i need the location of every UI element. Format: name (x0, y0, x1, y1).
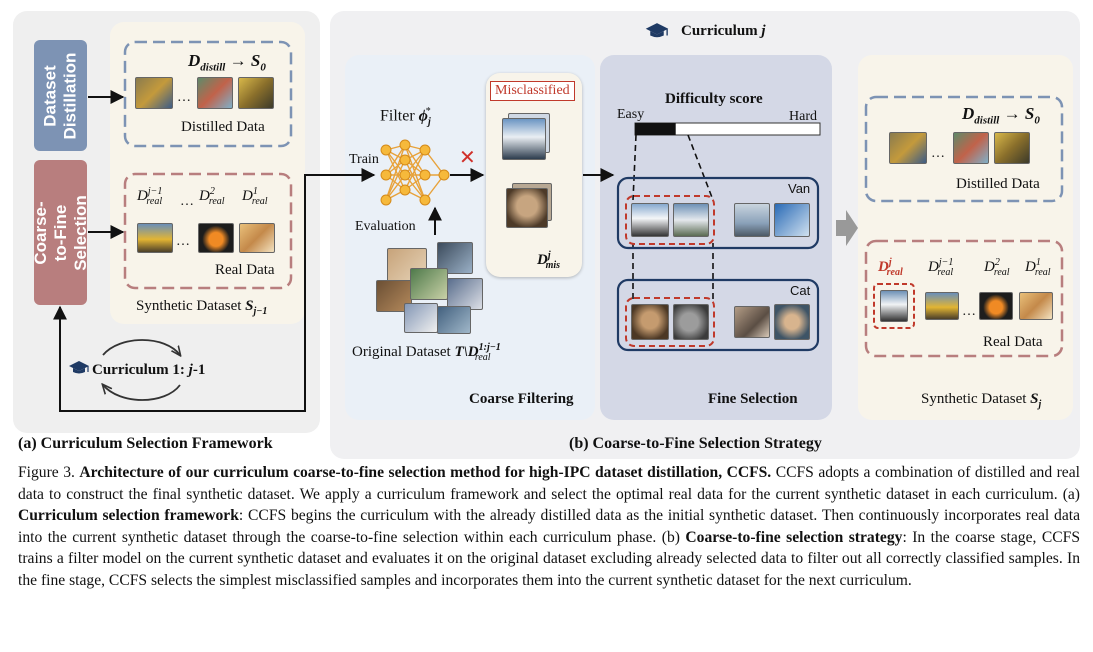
real-data-label: Real Data (215, 262, 275, 278)
output-dj-real: Djreal (878, 257, 903, 278)
distilled-image-2 (197, 77, 233, 109)
output-synthetic-label: Synthetic Dataset Sj (921, 391, 1042, 410)
curriculum-1-label: Curriculum 1: j-1 (92, 362, 206, 378)
curriculum-loop-bottom (103, 385, 181, 401)
van-image-1 (631, 203, 669, 237)
mis-image-cat (506, 188, 548, 228)
caption-part-3: : In the coarse stage, CCFS trains a fil… (18, 528, 1080, 589)
real-image-bus (137, 223, 173, 253)
distilled-data-label: Distilled Data (181, 119, 265, 135)
dataset-distillation-bar: Dataset Distillation (34, 40, 87, 151)
van-label: Van (788, 181, 811, 196)
van-image-2 (673, 203, 709, 237)
output-distilled-image-1 (889, 132, 927, 164)
real-image-fish (198, 223, 234, 253)
original-dataset-label: Original Dataset T\D1:j−1real (352, 342, 501, 363)
distilled-dashed-box (123, 40, 293, 148)
hard-label: Hard (789, 109, 817, 124)
output-real-ellipsis: … (962, 304, 976, 319)
d-mis-label: Djmis (537, 250, 561, 271)
left-caption: (a) Curriculum Selection Framework (18, 435, 273, 452)
fine-selection-title: Fine Selection (708, 391, 798, 407)
original-image-7 (437, 306, 471, 334)
original-image-4 (410, 268, 448, 300)
coarse-filtering-title: Coarse Filtering (469, 391, 574, 407)
original-image-6 (404, 303, 438, 333)
distilled-image-3 (238, 77, 274, 109)
output-d1-real: Dj−1real (928, 257, 954, 278)
output-distill-formula: Ddistill → S0 (962, 104, 1040, 127)
neural-network-nodes (380, 139, 450, 206)
output-real-hand (1019, 292, 1053, 320)
output-distilled-image-2 (953, 132, 989, 164)
output-distilled-image-3 (994, 132, 1030, 164)
left-synthetic-label: Synthetic Dataset Sj−1 (136, 298, 268, 317)
caption-title: Architecture of our curriculum coarse-to… (79, 464, 772, 481)
output-d2-real: D2real (984, 257, 1010, 278)
projection-right (687, 134, 714, 201)
output-distilled-label: Distilled Data (956, 176, 1040, 192)
figure-caption: Figure 3. Architecture of our curriculum… (18, 462, 1080, 592)
curriculum-j-title: Curriculum j (681, 23, 766, 39)
grad-cap-icon (68, 360, 90, 376)
cat-selected-dashed (625, 297, 715, 347)
output-real-van (880, 290, 908, 322)
big-gray-arrow (836, 210, 858, 246)
output-real-bus (925, 292, 959, 320)
train-label: Train (349, 152, 379, 167)
right-caption: (b) Coarse-to-Fine Selection Strategy (569, 435, 822, 452)
left-distill-formula: Ddistill → S0 (188, 51, 266, 74)
van-image-4 (774, 203, 810, 237)
misclassified-card (486, 73, 582, 277)
van-box (616, 176, 820, 250)
difficulty-bar-fill (635, 123, 676, 135)
output-real-label: Real Data (983, 334, 1043, 350)
real-image-hand (239, 223, 275, 253)
evaluation-label: Evaluation (355, 219, 416, 234)
output-real-dashed (864, 239, 1064, 358)
van-image-3 (734, 203, 770, 237)
projection-left (632, 134, 637, 201)
left-real-d2: D2real (199, 186, 225, 207)
cat-image-1 (631, 304, 669, 340)
cat-label: Cat (790, 283, 811, 298)
left-real-d1: Dj−1real (137, 186, 163, 207)
cat-image-4 (774, 304, 810, 340)
coarse-to-fine-bar: Coarse-to-Fine Selection (31, 160, 90, 305)
caption-fig-number: Figure 3. (18, 464, 80, 481)
easy-label: Easy (617, 107, 645, 122)
neural-network-icon (385, 144, 445, 201)
misclassified-tag: Misclassified (490, 81, 575, 101)
output-ellipsis: … (931, 146, 945, 161)
real-img-ellipsis: … (176, 234, 190, 249)
real-dashed-box (123, 172, 293, 290)
wrong-cross-icon: ✕ (459, 145, 476, 169)
original-image-5 (447, 278, 483, 310)
distilled-image-1 (135, 77, 173, 109)
output-new-real-dashed (873, 283, 915, 329)
caption-bold-a: Curriculum selection framework (18, 507, 239, 525)
caption-part-1: CCFS adopts a combination of distilled a… (18, 464, 1080, 503)
mis-image-van (502, 118, 546, 160)
curriculum-loop-top (102, 339, 180, 355)
fine-selection-panel (600, 55, 832, 420)
difficulty-score-label: Difficulty score (665, 91, 763, 107)
cat-image-3 (734, 306, 770, 338)
output-distilled-dashed (864, 95, 1064, 203)
output-d3-real: D1real (1025, 257, 1051, 278)
caption-part-2: : CCFS begins the curriculum with the al… (18, 507, 1080, 546)
left-real-d3: D1real (242, 186, 268, 207)
left-real-ellipsis: … (180, 194, 194, 209)
filter-label: Filter ϕj* (380, 106, 431, 128)
cat-image-2 (673, 304, 709, 340)
output-real-fish (979, 292, 1013, 320)
grad-cap-icon-top (644, 22, 670, 40)
output-synthetic-card (858, 55, 1073, 420)
cat-box (616, 278, 820, 352)
caption-bold-b: Coarse-to-fine selection strategy (685, 528, 903, 546)
van-selected-dashed (625, 195, 715, 245)
distilled-ellipsis: … (177, 90, 191, 105)
